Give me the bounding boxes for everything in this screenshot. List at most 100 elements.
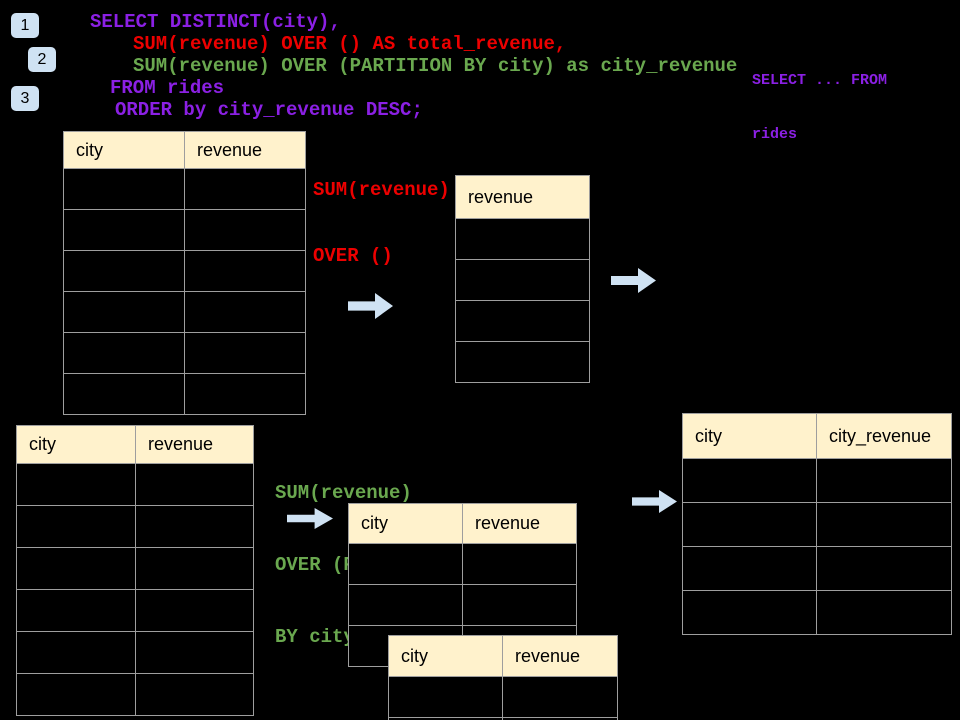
table-total-revenue-result: revenue [455,175,590,383]
empty-table-row [456,218,589,259]
empty-table-cell [817,591,951,634]
empty-table-row [683,502,951,546]
empty-table-cell [17,674,136,715]
empty-table-row [456,300,589,341]
sql-line-total-revenue: SUM(revenue) OVER () AS total_revenue, [133,33,567,55]
right-arrow-icon [632,490,677,513]
annotation-line: SUM(revenue) [275,482,412,504]
empty-table-cell [17,506,136,547]
empty-table-row [683,590,951,634]
empty-table-row [389,717,617,720]
empty-table-cell [503,677,617,717]
empty-table-cell [349,544,463,584]
empty-table-row [64,250,305,291]
side-note-line1: SELECT ... FROM [752,72,888,89]
empty-table-cell [817,503,951,546]
empty-table-row [17,589,253,631]
empty-table-row [683,546,951,590]
empty-table-cell [64,169,185,209]
empty-table-row [389,676,617,717]
sql-line-select: SELECT DISTINCT(city), [90,11,341,33]
empty-table-row [17,505,253,547]
empty-table-cell [64,210,185,250]
empty-table-cell [683,503,817,546]
annotation-line: SUM(revenue) [313,179,450,201]
empty-table-row [64,291,305,332]
column-header-revenue: revenue [185,132,305,168]
empty-table-cell [349,585,463,625]
empty-table-row [456,341,589,382]
empty-table-row [64,168,305,209]
table-header-row: revenue [456,176,589,218]
column-header-city: city [17,426,136,463]
empty-table-cell [456,219,589,259]
empty-table-cell [683,591,817,634]
empty-table-cell [17,548,136,589]
column-header-revenue: revenue [456,176,589,218]
empty-table-row [349,543,576,584]
sql-line-order-by: ORDER by city_revenue DESC; [115,99,423,121]
empty-table-row [64,209,305,250]
annotation-line: OVER () [313,245,393,267]
empty-table-row [683,458,951,502]
empty-table-cell [136,590,253,631]
column-header-city: city [683,414,817,458]
sql-line-from: FROM rides [110,77,225,99]
step-badge-1: 1 [11,13,39,38]
empty-table-cell [136,632,253,673]
right-arrow-icon [611,268,656,293]
empty-table-cell [185,169,305,209]
empty-table-row [17,673,253,715]
empty-table-cell [683,547,817,590]
empty-table-row [17,463,253,505]
empty-table-cell [136,548,253,589]
column-header-revenue: revenue [463,504,576,543]
empty-table-cell [64,251,185,291]
empty-table-cell [817,547,951,590]
empty-table-cell [185,292,305,332]
empty-table-cell [64,333,185,373]
empty-table-cell [17,590,136,631]
empty-table-cell [136,506,253,547]
empty-table-cell [136,464,253,505]
empty-table-cell [136,674,253,715]
empty-table-cell [185,333,305,373]
empty-table-row [64,332,305,373]
empty-table-row [64,373,305,414]
step-badge-3: 3 [11,86,39,111]
side-note-select-from-rides: SELECT ... FROM rides [752,36,887,180]
empty-table-cell [463,585,576,625]
empty-table-row [456,259,589,300]
empty-table-row [17,547,253,589]
empty-table-cell [456,301,589,341]
empty-table-cell [817,459,951,502]
empty-table-cell [456,342,589,382]
side-note-line2: rides [752,126,798,143]
empty-table-cell [389,677,503,717]
column-header-city_revenue: city_revenue [817,414,951,458]
step-badge-2: 2 [28,47,56,72]
annotation-sum-over-total: SUM(revenue) OVER () [313,135,450,311]
empty-table-cell [64,374,185,414]
empty-table-cell [64,292,185,332]
empty-table-row [17,631,253,673]
empty-table-cell [185,374,305,414]
empty-table-cell [389,718,503,720]
column-header-city: city [64,132,185,168]
column-header-revenue: revenue [136,426,253,463]
empty-table-cell [683,459,817,502]
empty-table-cell [17,464,136,505]
empty-table-cell [17,632,136,673]
column-header-revenue: revenue [503,636,617,676]
sql-line-city-revenue: SUM(revenue) OVER (PARTITION BY city) as… [133,55,738,77]
column-header-city: city [349,504,463,543]
